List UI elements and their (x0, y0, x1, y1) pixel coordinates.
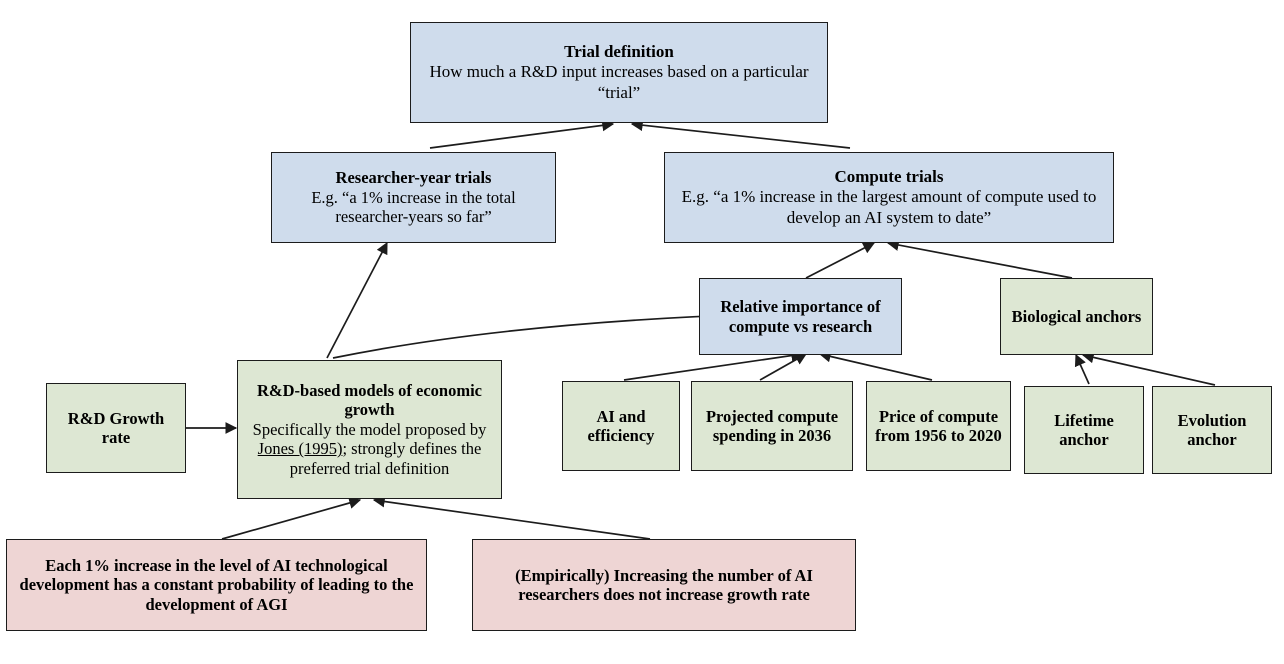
node-evolution-anchor-title: Evolution anchor (1177, 410, 1247, 449)
jones-1995-link[interactable]: Jones (1995) (257, 439, 343, 459)
edge-price-of-compute-to-relative-importance (818, 350, 933, 381)
edge-lifetime-anchor-to-biological-anchors (1074, 353, 1090, 385)
node-assumption-agi[interactable]: Each 1% increase in the level of AI tech… (6, 539, 427, 631)
node-assumption-empirical[interactable]: (Empirically) Increasing the number of A… (472, 539, 856, 631)
edge-assumption-agi-to-rd-models (221, 497, 362, 540)
node-ai-and-efficiency-title: AI and efficiency (587, 406, 655, 445)
node-rd-growth-rate[interactable]: R&D Growth rate (46, 383, 186, 473)
edge-rd-models-to-researcher-year (326, 241, 388, 359)
node-compute-trials-title: Compute trials (834, 167, 944, 187)
node-assumption-empirical-title: (Empirically) Increasing the number of A… (515, 565, 813, 604)
node-projected-compute-spending-title: Projected compute spending in 2036 (705, 406, 839, 445)
node-biological-anchors[interactable]: Biological anchors (1000, 278, 1153, 355)
node-lifetime-anchor-title: Lifetime anchor (1054, 410, 1114, 449)
node-assumption-agi-title: Each 1% increase in the level of AI tech… (19, 555, 414, 614)
edge-relative-importance-to-compute-trials (805, 242, 876, 279)
edge-projected-compute-to-relative-importance (759, 353, 808, 381)
node-rd-models-title: R&D-based models of economic growth (256, 380, 482, 420)
node-relative-importance[interactable]: Relative importance of compute vs resear… (699, 278, 902, 355)
node-rd-growth-rate-title: R&D Growth rate (67, 408, 165, 447)
edge-assumption-empirical-to-rd-models (372, 495, 651, 540)
node-relative-importance-title: Relative importance of compute vs resear… (720, 297, 881, 336)
node-researcher-year-trials-title: Researcher-year trials (335, 168, 492, 188)
node-rd-models-body-pre: Specifically the model proposed by (252, 419, 487, 439)
node-researcher-year-trials-body: E.g. “a 1% increase in the total researc… (311, 187, 516, 227)
node-evolution-anchor[interactable]: Evolution anchor (1152, 386, 1272, 474)
node-biological-anchors-title: Biological anchors (1011, 306, 1142, 326)
node-ai-and-efficiency[interactable]: AI and efficiency (562, 381, 680, 471)
node-projected-compute-spending[interactable]: Projected compute spending in 2036 (691, 381, 853, 471)
node-compute-trials[interactable]: Compute trials E.g. “a 1% increase in th… (664, 152, 1114, 243)
edge-evolution-anchor-to-biological-anchors (1081, 351, 1216, 386)
edge-compute-trials-to-trial-definition (630, 119, 851, 149)
edge-researcher-year-to-trial-definition (429, 119, 615, 149)
edge-biological-anchors-to-compute-trials (886, 239, 1073, 279)
node-lifetime-anchor[interactable]: Lifetime anchor (1024, 386, 1144, 474)
node-price-of-compute-title: Price of compute from 1956 to 2020 (875, 406, 1002, 445)
edge-ai-efficiency-to-relative-importance (623, 349, 804, 381)
node-rd-models-body: Specifically the model proposed by Jones… (244, 420, 495, 478)
node-trial-definition-title: Trial definition (564, 42, 674, 62)
node-researcher-year-trials[interactable]: Researcher-year trials E.g. “a 1% increa… (271, 152, 556, 243)
node-price-of-compute[interactable]: Price of compute from 1956 to 2020 (866, 381, 1011, 471)
node-rd-models[interactable]: R&D-based models of economic growth Spec… (237, 360, 502, 499)
node-trial-definition-body: How much a R&D input increases based on … (429, 62, 809, 102)
node-trial-definition[interactable]: Trial definition How much a R&D input in… (410, 22, 828, 123)
node-compute-trials-body: E.g. “a 1% increase in the largest amoun… (681, 187, 1097, 227)
node-rd-models-body-post: ; strongly defines the preferred trial d… (289, 439, 482, 478)
